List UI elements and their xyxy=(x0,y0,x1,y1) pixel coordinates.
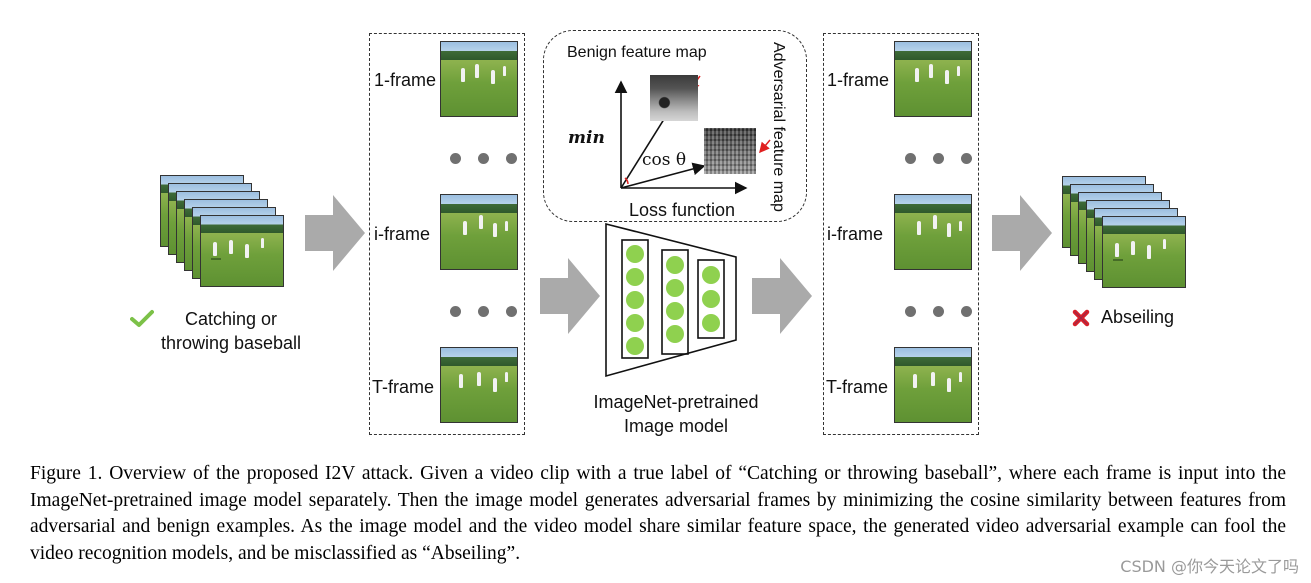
frame-label-last: T-frame xyxy=(372,377,435,397)
input-frames-box xyxy=(369,33,525,435)
adv-frame-label-first: 1-frame xyxy=(827,70,890,90)
ellipsis-dots xyxy=(450,304,534,317)
benign-feature-label: Benign feature map xyxy=(567,44,707,61)
check-icon xyxy=(130,310,154,327)
frame-thumbnail xyxy=(440,194,518,270)
adversarial-frames-box xyxy=(823,33,979,435)
input-label: Catching or throwing baseball xyxy=(160,309,302,353)
adversarial-feature-map xyxy=(704,128,756,174)
ellipsis-dots xyxy=(450,151,534,164)
cos-theta-label: cos θ xyxy=(642,150,687,170)
ellipsis-dots xyxy=(905,151,989,164)
adv-frame-label-last: T-frame xyxy=(826,377,889,397)
model-label: ImageNet-pretrained Image model xyxy=(593,392,759,436)
input-video-stack xyxy=(160,175,290,290)
ellipsis-dots xyxy=(905,304,989,317)
arrow-right-icon xyxy=(752,258,812,334)
frame-label-middle: i-frame xyxy=(374,224,431,244)
watermark: CSDN @你今天论文了吗 xyxy=(1120,557,1299,576)
arrow-right-icon xyxy=(305,195,365,271)
arrow-right-icon xyxy=(992,195,1052,271)
output-video-stack xyxy=(1062,176,1192,291)
arrow-right-icon xyxy=(540,258,600,334)
loss-panel xyxy=(543,30,807,222)
benign-feature-map xyxy=(650,75,698,121)
adv-frame-label-middle: i-frame xyxy=(827,224,884,244)
frame-thumbnail xyxy=(440,347,518,423)
adv-frame-thumbnail xyxy=(894,347,972,423)
adv-frame-thumbnail xyxy=(894,41,972,117)
figure-caption: Figure 1. Overview of the proposed I2V a… xyxy=(30,463,1286,564)
cosine-axes-diagram xyxy=(614,75,771,195)
frame-label-first: 1-frame xyxy=(374,70,437,90)
loss-function-label: Loss function xyxy=(629,200,736,220)
adv-frame-thumbnail xyxy=(894,194,972,270)
output-label: Abseiling xyxy=(1101,307,1175,327)
image-model-diagram xyxy=(605,222,737,378)
frame-thumbnail xyxy=(440,41,518,117)
cross-icon xyxy=(1072,309,1090,327)
min-label: min xyxy=(568,128,605,148)
